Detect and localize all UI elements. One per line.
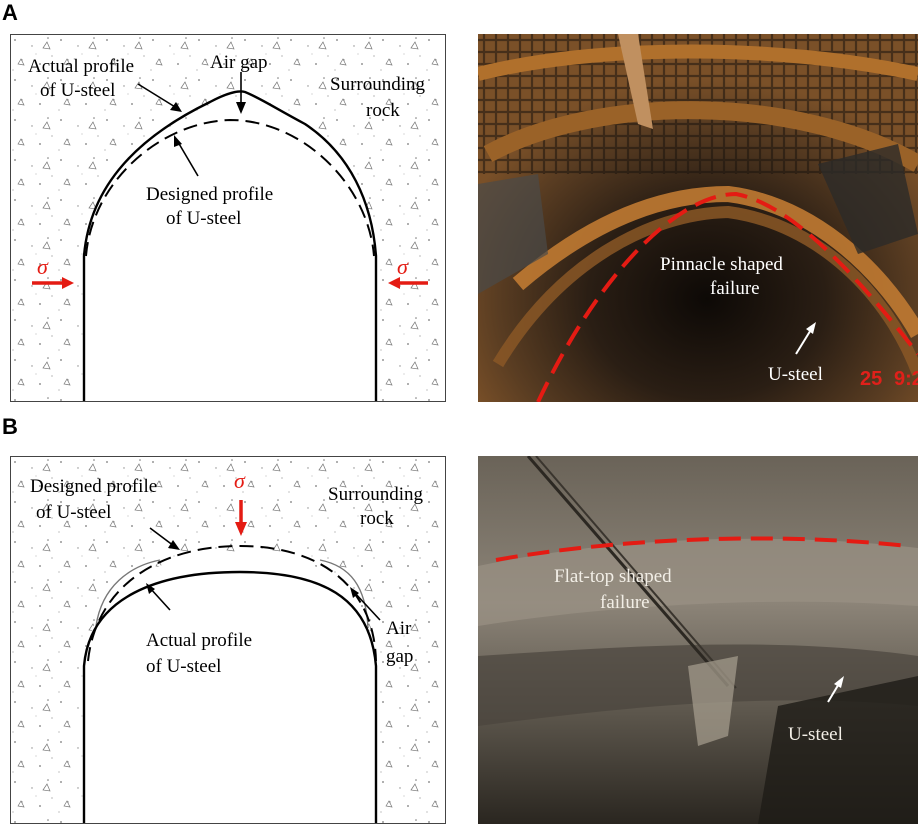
a-designed-profile-label-2: of U-steel (166, 208, 242, 229)
panel-b-photo: Flat-top shaped failure U-steel (478, 456, 918, 824)
b-photo-usteel-label: U-steel (788, 724, 843, 745)
b-surrounding-label: Surrounding (328, 484, 423, 505)
flat-top-failure-line (495, 536, 909, 562)
a-photo-usteel-label: U-steel (768, 364, 823, 385)
a-surrounding-label: Surrounding (330, 74, 425, 95)
tunnel-opening (84, 94, 376, 401)
a-surrounding-label-2: rock (366, 100, 400, 121)
a-actual-profile-label: Actual profile (28, 56, 135, 77)
b-designed-profile-label-2: of U-steel (36, 502, 112, 523)
b-photo-failure-label-2: failure (600, 592, 650, 613)
b-air-gap-label-2: gap (386, 646, 414, 667)
actual-profile-line (82, 570, 378, 823)
a-photo-failure-label-2: failure (710, 278, 760, 299)
panel-a-letter: A (2, 0, 18, 25)
panel-b-diagram (10, 456, 446, 824)
a-photo-stamp-1: 25 (860, 368, 883, 390)
b-air-gap-label: Air (386, 618, 412, 639)
panel-b-photo-art (478, 456, 918, 824)
a-designed-profile-label: Designed profile (146, 184, 274, 205)
b-surrounding-label-2: rock (360, 508, 394, 529)
designed-profile-line (85, 118, 375, 257)
b-designed-profile-label: Designed profile (30, 476, 158, 497)
b-photo-failure-label: Flat-top shaped (554, 566, 672, 587)
a-photo-failure-label: Pinnacle shaped (660, 254, 783, 275)
panel-a-photo: Pinnacle shaped failure U-steel 25 9:2 (478, 34, 918, 402)
panel-a-photo-art (478, 34, 918, 402)
panel-a-diagram (10, 34, 446, 402)
panel-b-letter: B (2, 414, 18, 439)
a-sigma-right: σ (397, 254, 408, 279)
a-air-gap-label: Air gap (210, 52, 268, 73)
a-photo-stamp-2: 9:2 (894, 368, 918, 390)
pinnacle-failure-line (536, 191, 918, 402)
b-sigma-top: σ (234, 468, 245, 493)
b-actual-profile-label-2: of U-steel (146, 656, 222, 677)
tunnel-opening (84, 552, 376, 823)
designed-profile-line (87, 544, 377, 662)
b-actual-profile-label: Actual profile (146, 630, 253, 651)
a-actual-profile-label-2: of U-steel (40, 80, 116, 101)
a-sigma-left: σ (37, 254, 48, 279)
actual-profile-line (82, 90, 378, 401)
